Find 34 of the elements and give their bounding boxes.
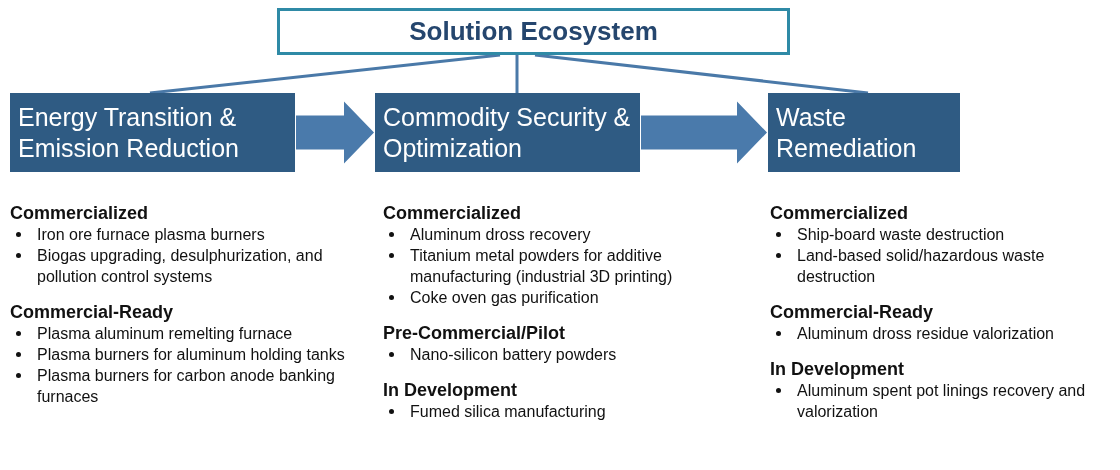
bullet-item: Plasma burners for aluminum holding tanks: [10, 344, 360, 365]
bullet-item: Iron ore furnace plasma burners: [10, 224, 360, 245]
category-title: Commodity Security & Optimization: [383, 101, 632, 164]
bullet-item: Aluminum dross recovery: [383, 224, 728, 245]
bullet-item: Biogas upgrading, desulphurization, and pollution control systems: [10, 245, 360, 287]
block-arrow: [641, 101, 767, 164]
connector-line: [534, 53, 869, 95]
category-box: [375, 93, 640, 172]
bullet-item: Plasma aluminum remelting furnace: [10, 323, 360, 344]
category-box: [10, 93, 295, 172]
stage-heading: Commercialized: [10, 202, 150, 224]
bullet-item: Plasma burners for carbon anode banking furnaces: [10, 365, 360, 407]
stage-heading: Commercial-Ready: [770, 301, 935, 323]
bullet-item: Aluminum dross residue valorization: [770, 323, 1115, 344]
stage-heading: In Development: [770, 358, 906, 380]
category-title: Energy Transition & Emission Reduction: [18, 101, 240, 164]
block-arrow: [296, 101, 374, 164]
category-box: [768, 93, 960, 172]
stage-heading: Commercial-Ready: [10, 301, 175, 323]
bullet-item: Titanium metal powders for additive manufacturing (industrial 3D printing): [383, 245, 728, 287]
bullet-item: Aluminum spent pot linings recovery and valorization: [770, 380, 1115, 422]
title-box: Solution Ecosystem: [277, 8, 790, 55]
bullet-item: Nano-silicon battery powders: [383, 344, 728, 365]
stage-heading: Commercialized: [383, 202, 523, 224]
connector-line: [515, 55, 519, 93]
stage-heading: Commercialized: [770, 202, 910, 224]
connector-line: [149, 53, 501, 95]
stage-heading: In Development: [383, 379, 519, 401]
stage-heading: Pre-Commercial/Pilot: [383, 322, 567, 344]
bullet-item: Coke oven gas purification: [383, 287, 728, 308]
category-title: Waste Remediation: [776, 101, 918, 164]
bullet-item: Fumed silica manufacturing: [383, 401, 728, 422]
bullet-item: Ship-board waste destruction: [770, 224, 1115, 245]
bullet-item: Land-based solid/hazardous waste destruction: [770, 245, 1115, 287]
